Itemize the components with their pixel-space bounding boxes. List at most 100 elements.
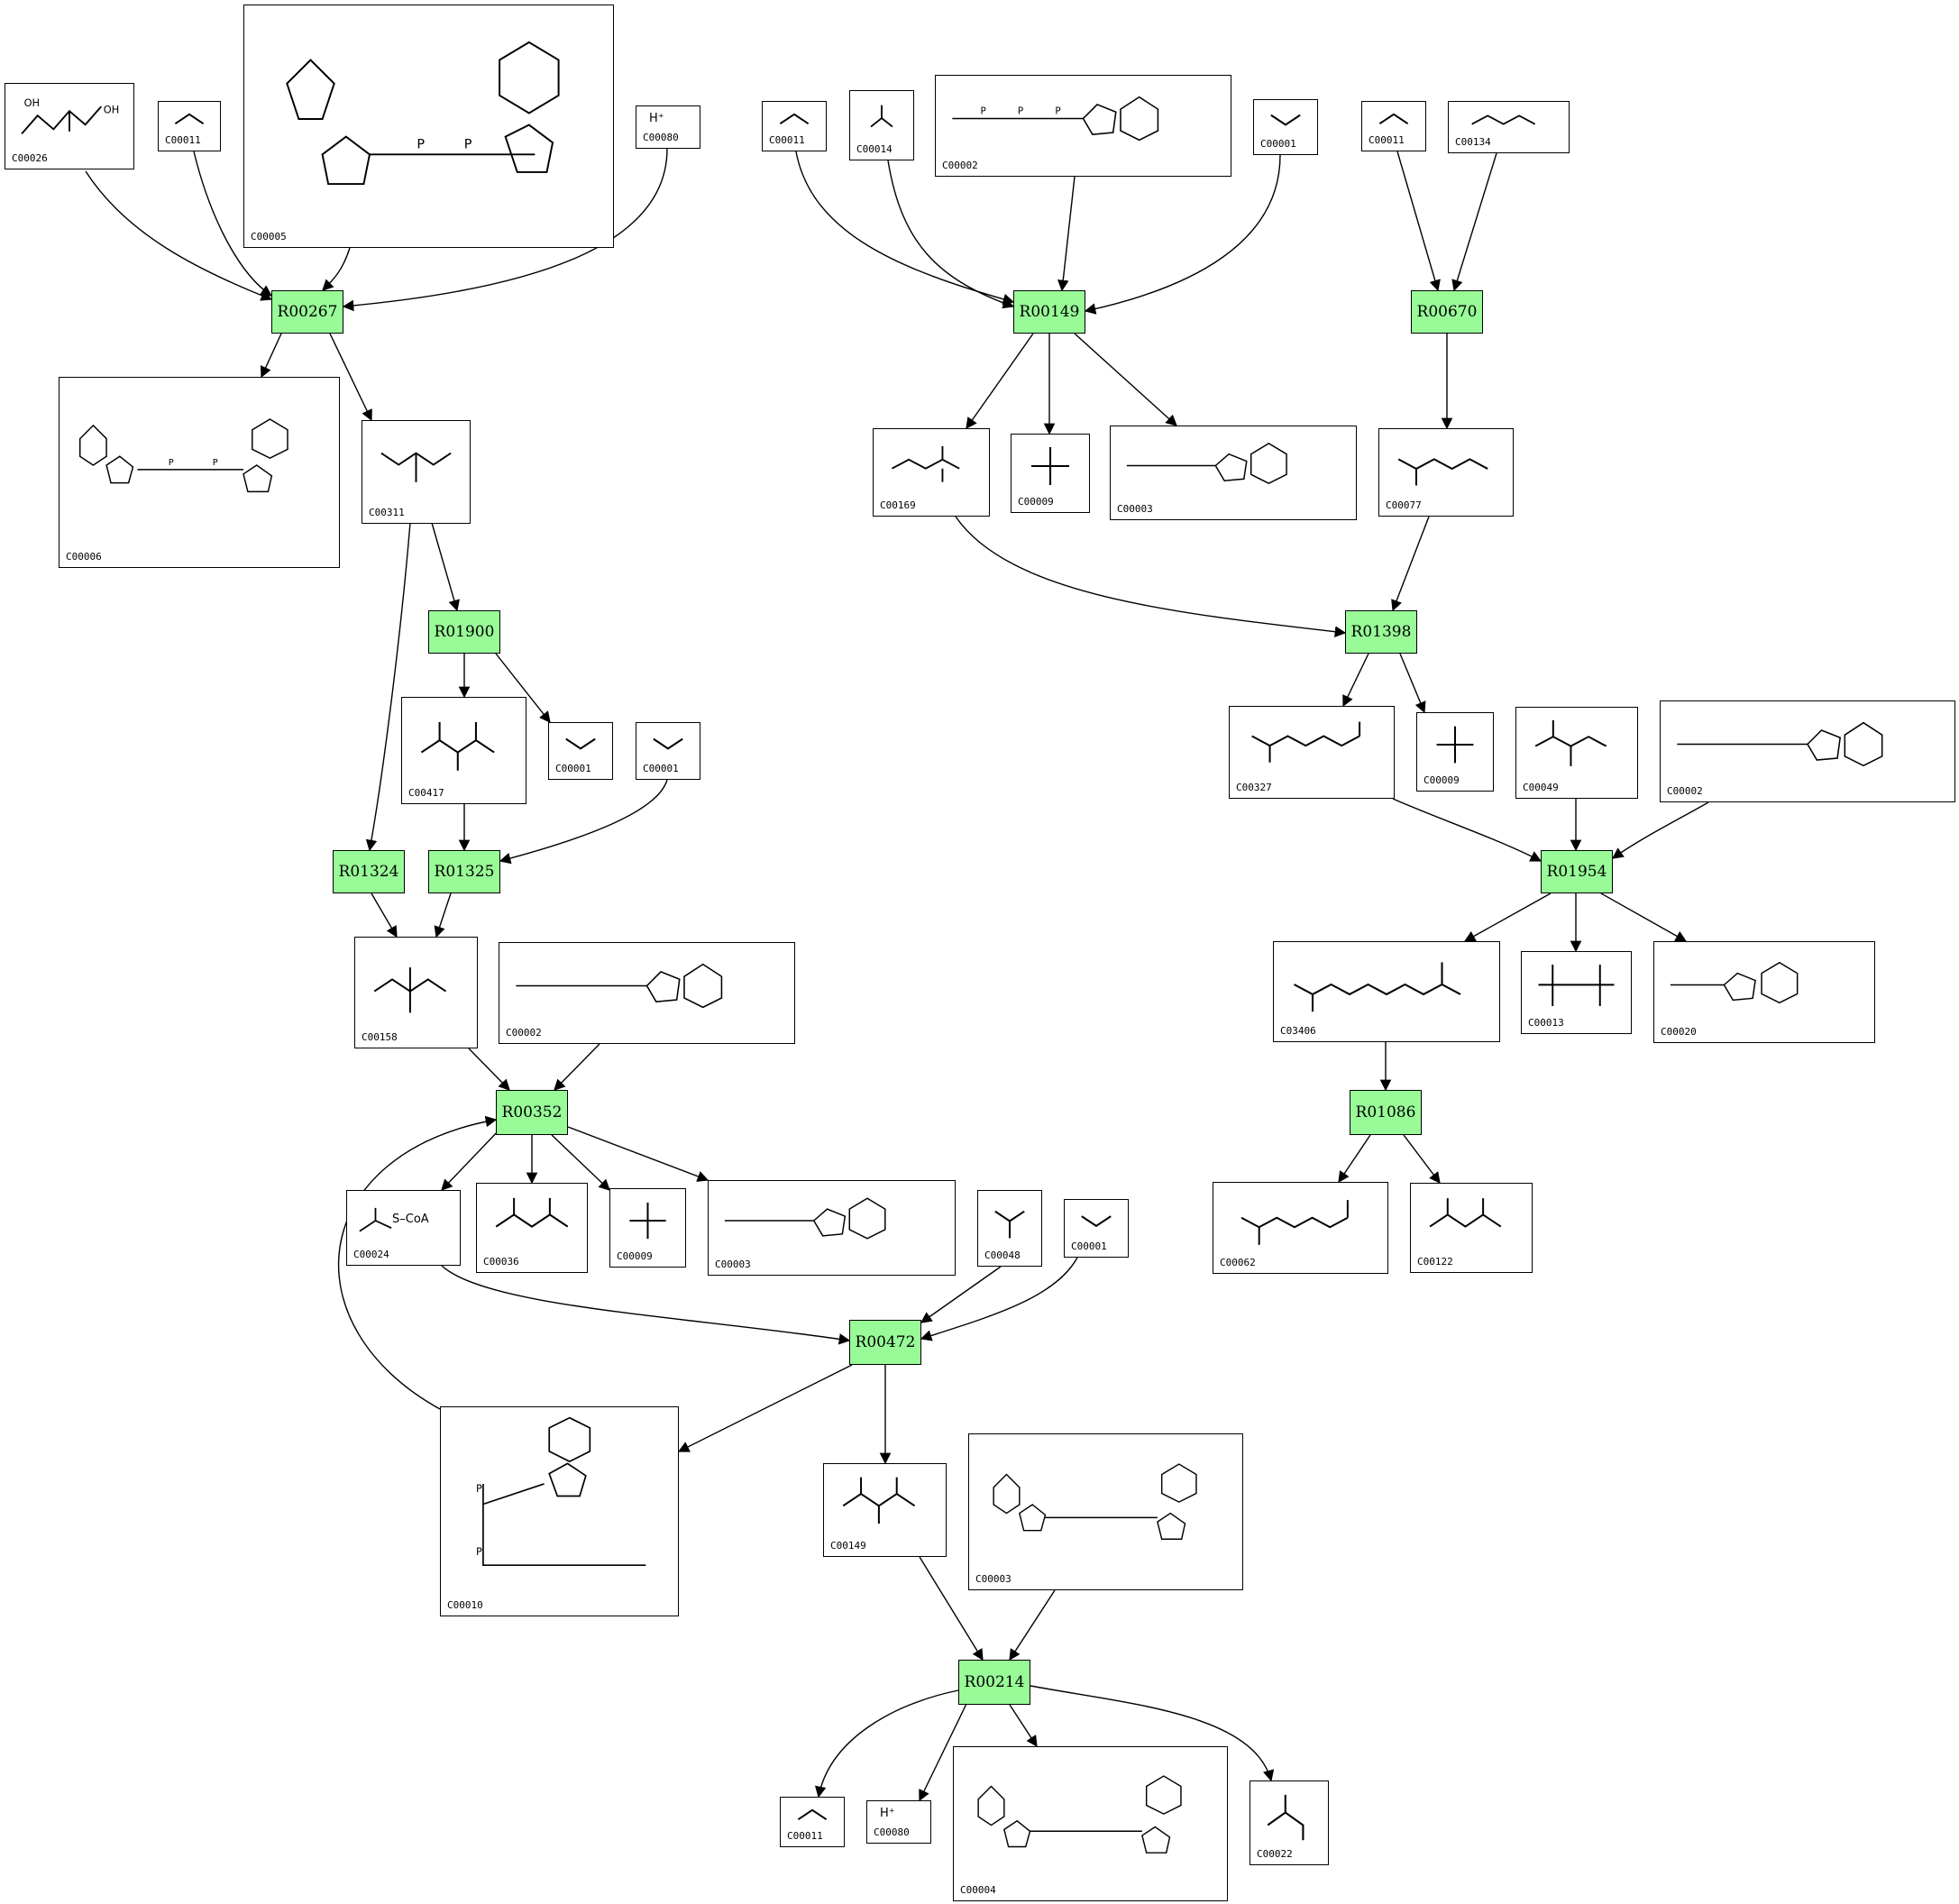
compound-id: C00080 [643,132,679,143]
compound-c00020[interactable]: C00020 [1653,941,1875,1043]
structure-drawing [1529,957,1624,1013]
structure-drawing [1258,1787,1321,1844]
compound-c00417[interactable]: C00417 [401,697,526,804]
compound-c00149[interactable]: C00149 [823,1463,947,1557]
edge-arrow [495,653,551,723]
compound-id: C03406 [1280,1025,1316,1037]
reaction-r01324[interactable]: R01324 [333,850,405,893]
edge-arrow [919,1703,967,1802]
compound-id: C00004 [960,1884,996,1896]
compound-id: C00024 [353,1249,389,1260]
structure-drawing [1237,712,1387,778]
reaction-r01398[interactable]: R01398 [1345,610,1417,654]
compound-c00002[interactable]: C00002 [499,942,795,1044]
reaction-r00352[interactable]: R00352 [496,1090,568,1135]
edge-arrow [1342,653,1369,708]
compound-c00048[interactable]: C00048 [977,1190,1042,1267]
edge-arrow [920,1257,1078,1341]
compound-c00311[interactable]: C00311 [362,420,471,524]
reaction-r01900[interactable]: R01900 [428,610,500,654]
compound-c00327[interactable]: C00327 [1229,706,1395,799]
compound-c00001[interactable]: C00001 [1253,99,1318,155]
reaction-r00472[interactable]: R00472 [849,1320,921,1365]
structure-drawing [362,943,470,1028]
compound-c00080[interactable]: H⁺ C00080 [636,105,700,149]
structure-drawing [985,1196,1034,1246]
compound-c00003[interactable]: C00003 [708,1180,956,1276]
compound-id: C00036 [483,1256,519,1268]
edge-arrow [260,333,282,379]
reaction-r00149[interactable]: R00149 [1013,290,1085,334]
compound-c00013[interactable]: C00013 [1521,951,1632,1034]
compound-c00009[interactable]: C00009 [1011,434,1090,513]
compound-c00022[interactable]: C00022 [1250,1780,1329,1865]
compound-c00122[interactable]: C00122 [1410,1183,1533,1273]
compound-c00134[interactable]: C00134 [1448,101,1570,153]
compound-id: C00417 [408,787,444,799]
compound-id: C00003 [1117,503,1153,515]
svg-text:P: P [476,1483,482,1495]
compound-c00009[interactable]: C00009 [1416,712,1494,792]
edge-arrow [322,247,351,291]
edge-arrow [1399,653,1426,714]
compound-c00003[interactable]: C00003 [968,1433,1243,1590]
compound-c00011[interactable]: C00011 [158,101,221,151]
compound-c00001[interactable]: C00001 [636,722,700,780]
compound-c00169[interactable]: C00169 [873,428,990,517]
compound-id: C00011 [165,134,201,146]
compound-c00003[interactable]: C00003 [1110,426,1357,520]
edge-arrow [441,1128,501,1191]
reaction-r01954[interactable]: R01954 [1541,850,1613,893]
compound-id: C00020 [1661,1026,1697,1038]
compound-c00001[interactable]: C00001 [1064,1199,1129,1258]
structure-drawing [1118,432,1349,499]
compound-id: C00009 [1018,496,1054,508]
edge-arrow [966,333,1034,430]
compound-c03406[interactable]: C03406 [1273,941,1500,1042]
compound-c00062[interactable]: C00062 [1213,1182,1388,1274]
reaction-r01086[interactable]: R01086 [1350,1090,1422,1135]
compound-c00011[interactable]: C00011 [762,101,827,151]
compound-id: C00080 [874,1826,910,1838]
compound-c00158[interactable]: C00158 [354,937,478,1048]
reaction-r01325[interactable]: R01325 [428,850,500,893]
compound-c00049[interactable]: C00049 [1515,707,1638,799]
compound-id: C00009 [1423,774,1460,786]
compound-id: C00011 [1369,134,1405,146]
edge-arrow [468,1048,510,1091]
compound-c00011[interactable]: C00011 [780,1797,845,1847]
structure-drawing [1668,707,1947,782]
compound-c00036[interactable]: C00036 [476,1183,588,1273]
compound-id: C00010 [447,1599,483,1611]
reaction-r00267[interactable]: R00267 [271,290,343,334]
compound-c00009[interactable]: C00009 [609,1188,686,1268]
structure-drawing [1418,1189,1524,1252]
compound-c00014[interactable]: C00014 [849,90,914,160]
edge-arrow [434,892,452,938]
edge-arrow [814,1689,959,1799]
compound-c00024[interactable]: S–CoA C00024 [346,1190,461,1266]
structure-drawing [484,1189,580,1252]
compound-id: C00006 [66,551,102,563]
compound-c00011[interactable]: C00011 [1361,101,1426,151]
structure-drawing [1424,719,1486,771]
svg-text:P: P [1018,105,1023,116]
compound-c00080[interactable]: H⁺ C00080 [866,1800,931,1844]
edge-arrow [920,1266,1002,1323]
structure-drawing [961,1753,1220,1881]
edge-arrow [554,1043,600,1091]
compound-c00001[interactable]: C00001 [548,722,613,780]
reaction-r00670[interactable]: R00670 [1411,290,1483,334]
reaction-r00214[interactable]: R00214 [958,1660,1030,1705]
compound-c00002[interactable]: C00002 [1660,700,1955,802]
compound-c00004[interactable]: C00004 [953,1746,1228,1901]
compound-c00077[interactable]: C00077 [1378,428,1514,517]
